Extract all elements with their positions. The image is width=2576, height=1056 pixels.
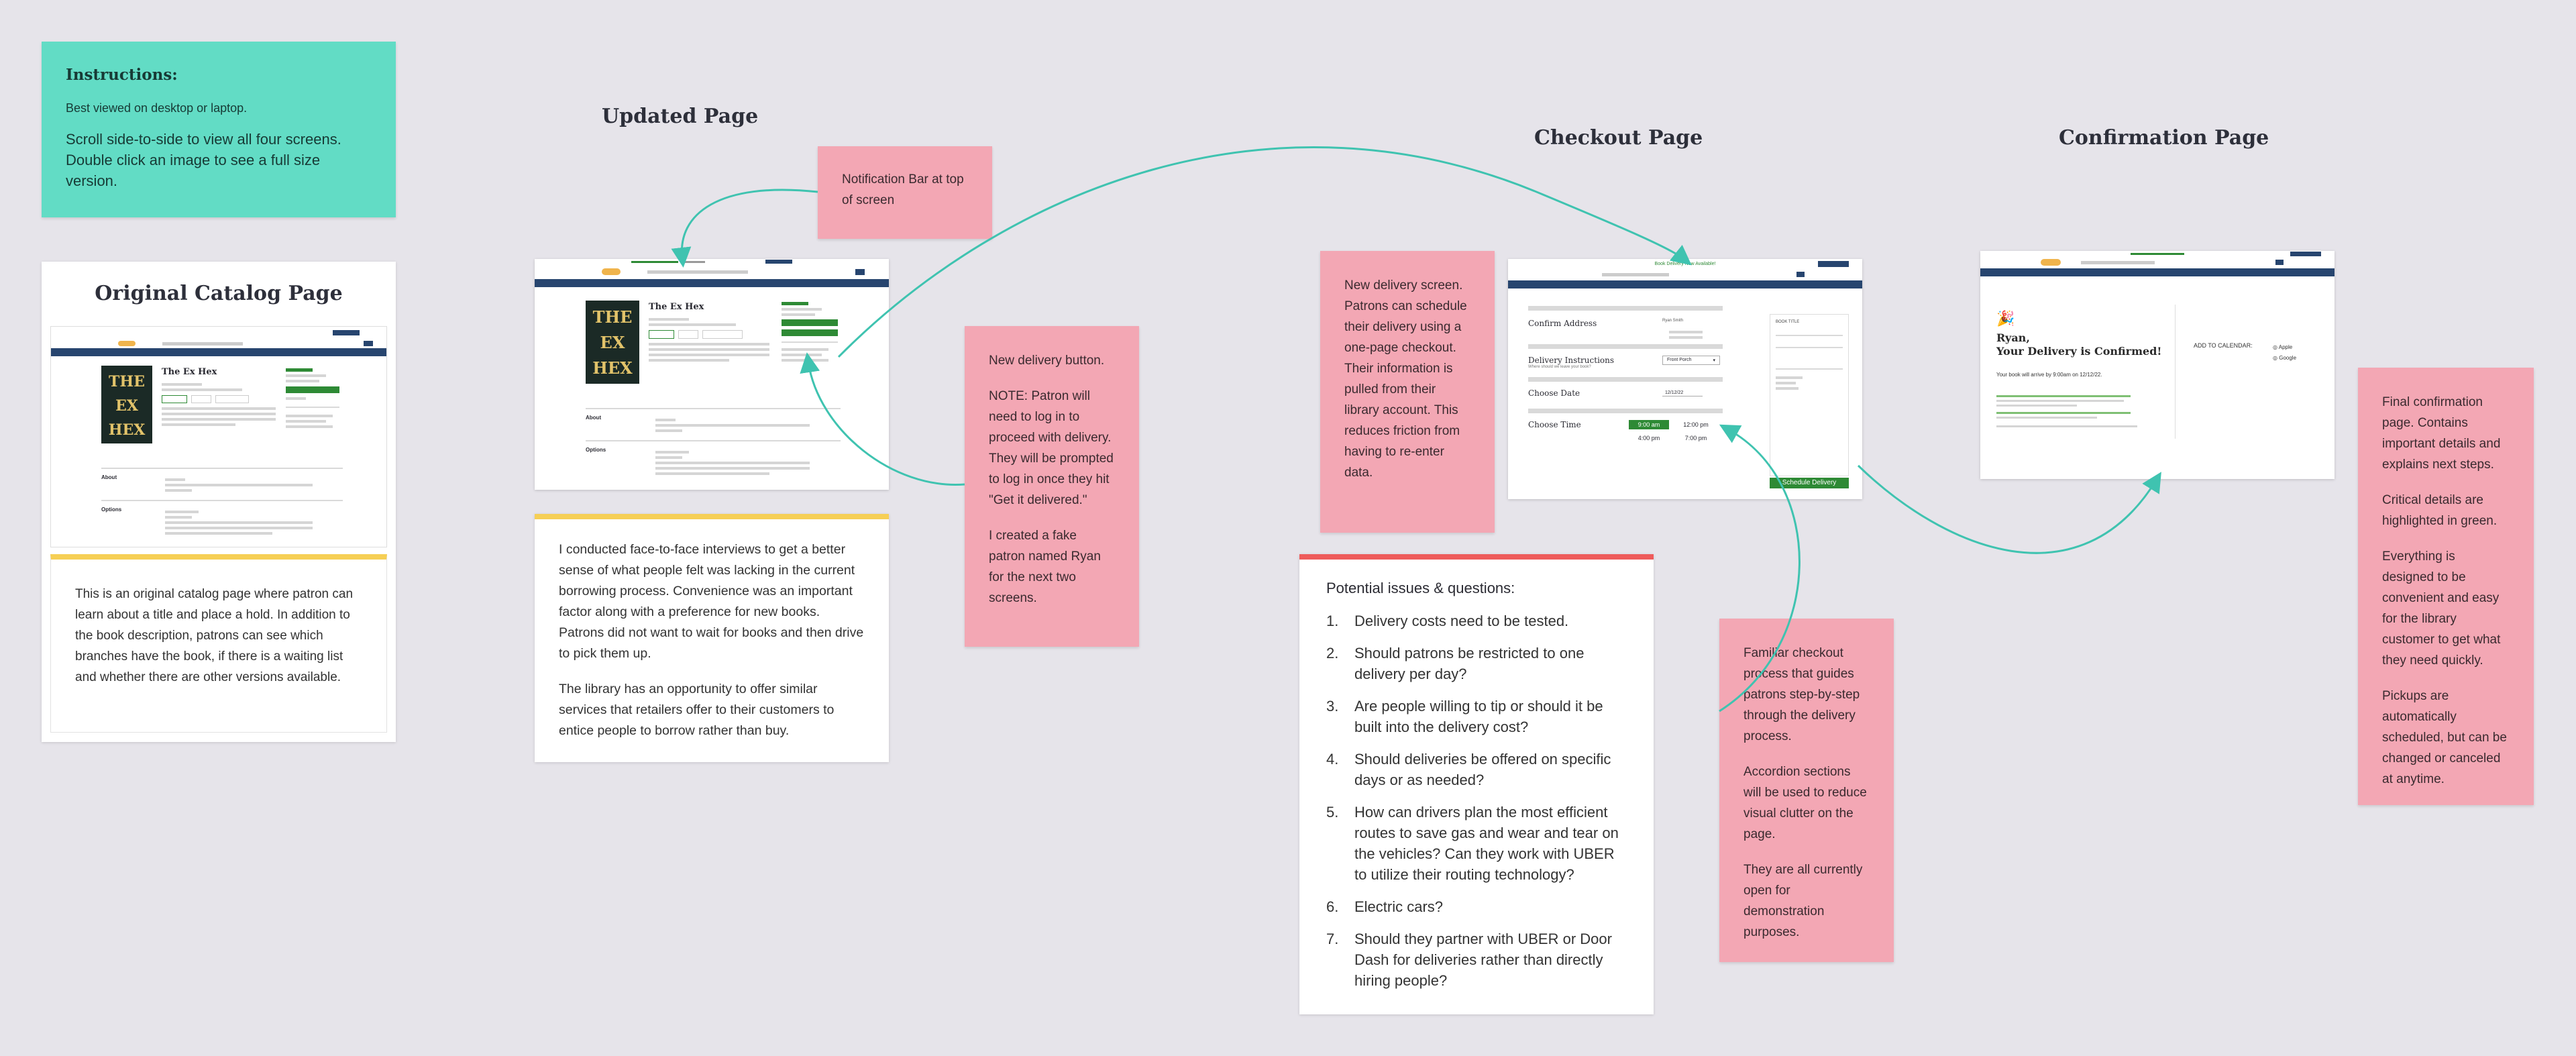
research-note: I conducted face-to-face interviews to g… (535, 514, 889, 762)
original-catalog-title: Original Catalog Page (95, 282, 343, 305)
original-description-text: This is an original catalog page where p… (75, 587, 354, 684)
updated-options-label: Options (586, 447, 606, 453)
library-logo-icon (602, 268, 621, 275)
delivery-button-note-3: I created a fake patron named Ryan for t… (989, 529, 1101, 605)
confirmation-note-1: Final confirmation page. Contains import… (2382, 395, 2501, 472)
confirmation-name: Ryan, (1996, 331, 2030, 344)
updated-about-label: About (586, 415, 602, 421)
time-slot-4pm[interactable]: 4:00 pm (1638, 435, 1660, 441)
issue-item: 5.How can drivers plan the most efficien… (1326, 804, 1619, 883)
confirm-address-label: Confirm Address (1528, 319, 1597, 328)
original-options-label: Options (101, 507, 122, 513)
checkout-process-note-1: Familiar checkout process that guides pa… (1743, 646, 1860, 743)
choose-time-label: Choose Time (1528, 420, 1581, 429)
book-title-label: BOOK TITLE (1776, 320, 1800, 324)
issue-item: 1.Delivery costs need to be tested. (1326, 613, 1569, 629)
delivery-instructions-label: Delivery Instructions (1528, 356, 1615, 365)
choose-date-label: Choose Date (1528, 388, 1580, 398)
issue-item: 6.Electric cars? (1326, 898, 1444, 915)
party-popper-icon: 🎉 (1996, 310, 2015, 327)
notification-bar[interactable] (631, 260, 678, 263)
notification-arrow (671, 189, 818, 268)
search-icon (364, 341, 373, 346)
updated-book-title: The Ex Hex (649, 302, 704, 312)
confirmation-page-title: Confirmation Page (2059, 126, 2269, 150)
front-porch-select[interactable]: Front Porch ▾ (1662, 356, 1720, 365)
search-icon (855, 268, 865, 275)
delivery-screen-note: New delivery screen. Patrons can schedul… (1320, 251, 1495, 533)
original-description-note: This is an original catalog page where p… (50, 554, 387, 733)
delivery-button-note-2: NOTE: Patron will need to log in to proc… (989, 389, 1114, 507)
confirmation-headline: Your Delivery is Confirmed! (1996, 345, 2162, 358)
delivery-button-note: New delivery button. NOTE: Patron will n… (965, 326, 1139, 647)
issues-list: 1.Delivery costs need to be tested. 2.Sh… (1326, 611, 1627, 991)
instructions-sticky: Instructions: Best viewed on desktop or … (42, 42, 396, 217)
checkout-process-note-2: Accordion sections will be used to reduc… (1743, 765, 1867, 841)
confirmation-note-4: Pickups are automatically scheduled, but… (2382, 689, 2507, 786)
checkout-page-title: Checkout Page (1534, 126, 1703, 150)
arrival-line: Your book will arrive by 9:00am on 12/12… (1996, 372, 2102, 378)
issue-item: 2.Should patrons be restricted to one de… (1326, 645, 1585, 682)
potential-issues-card: Potential issues & questions: 1.Delivery… (1299, 554, 1654, 1014)
time-slot-12pm[interactable]: 12:00 pm (1683, 421, 1709, 428)
confirmation-note-2: Critical details are highlighted in gree… (2382, 493, 2498, 528)
original-book-cover: THE EX HEX (101, 366, 152, 443)
confirmation-note-3: Everything is designed to be convenient … (2382, 549, 2501, 668)
issue-item: 3.Are people willing to tip or should it… (1326, 698, 1603, 735)
instructions-line-2: Scroll side-to-side to view all four scr… (66, 131, 341, 189)
updated-page-screenshot[interactable]: THE EX HEX The Ex Hex About Options (535, 259, 889, 490)
issues-heading: Potential issues & questions: (1326, 580, 1515, 596)
original-about-label: About (101, 474, 117, 480)
search-icon (2275, 260, 2284, 265)
original-catalog-screenshot[interactable]: THE EX HEX The Ex Hex About (50, 326, 387, 547)
confirmation-note: Final confirmation page. Contains import… (2358, 368, 2534, 805)
delivery-banner[interactable]: Book Delivery Now Available! (1654, 261, 1716, 266)
date-input[interactable]: 12/12/22 (1662, 390, 1703, 397)
delivery-button-note-1: New delivery button. (989, 354, 1105, 368)
calendar-option-apple[interactable]: ◎ Apple (2273, 344, 2293, 350)
instructions-heading: Instructions: (66, 66, 178, 84)
original-catalog-card: Original Catalog Page THE EX HEX The Ex … (42, 262, 396, 742)
library-logo-icon (2041, 259, 2061, 266)
issue-item: 7.Should they partner with UBER or Door … (1326, 931, 1612, 989)
place-hold-button[interactable] (782, 319, 838, 326)
library-logo-icon (118, 341, 136, 346)
original-book-title: The Ex Hex (162, 367, 217, 377)
time-slot-9am[interactable]: 9:00 am (1629, 420, 1669, 429)
checkout-page-screenshot[interactable]: Book Delivery Now Available! Confirm Add… (1508, 259, 1862, 499)
add-to-calendar-label: ADD TO CALENDAR: (2194, 342, 2253, 349)
place-hold-button[interactable] (286, 386, 339, 393)
address-name: Ryan Smith (1662, 319, 1684, 323)
research-paragraph-1: I conducted face-to-face interviews to g… (559, 542, 864, 661)
research-paragraph-2: The library has an opportunity to offer … (559, 682, 835, 738)
issue-item: 4.Should deliveries be offered on specif… (1326, 751, 1611, 788)
radio-icon: ◎ (2273, 355, 2277, 361)
notification-bar-note: Notification Bar at top of screen (818, 146, 992, 239)
instructions-line-1: Best viewed on desktop or laptop. (66, 101, 248, 115)
updated-book-cover: THE EX HEX (586, 301, 639, 384)
checkout-process-note: Familiar checkout process that guides pa… (1719, 619, 1894, 962)
radio-icon: ◎ (2273, 344, 2277, 350)
get-it-delivered-button[interactable] (782, 329, 838, 336)
search-icon (1796, 272, 1805, 277)
schedule-delivery-button[interactable]: Schedule Delivery (1770, 478, 1849, 488)
confirmation-page-screenshot[interactable]: 🎉 Ryan, Your Delivery is Confirmed! Your… (1980, 251, 2334, 479)
time-slot-7pm[interactable]: 7:00 pm (1684, 435, 1707, 441)
calendar-option-google[interactable]: ◎ Google (2273, 355, 2297, 361)
chevron-down-icon: ▾ (1713, 358, 1715, 363)
checkout-process-note-3: They are all currently open for demonstr… (1743, 863, 1863, 939)
delivery-instructions-hint: Where should we leave your book? (1528, 365, 1591, 369)
updated-page-title: Updated Page (602, 105, 759, 128)
